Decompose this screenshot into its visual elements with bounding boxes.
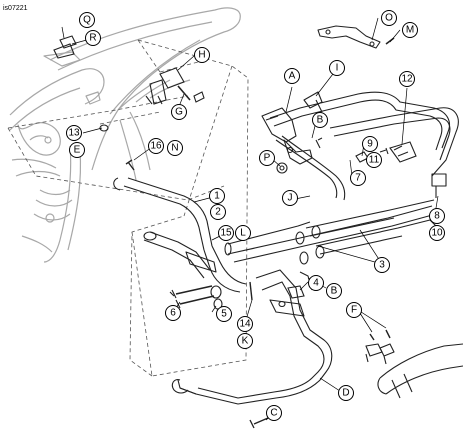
callout-2: 2 (210, 204, 226, 220)
callout-5: 5 (216, 306, 232, 322)
callout-i: I (329, 60, 345, 76)
callout-4-label: 4 (313, 278, 319, 289)
callout-k-label: K (242, 336, 249, 347)
callout-n-label: N (171, 143, 178, 154)
callout-a-label: A (289, 71, 296, 82)
callout-8: 8 (429, 208, 445, 224)
callout-1: 1 (209, 188, 225, 204)
callout-5-label: 5 (221, 309, 227, 320)
callout-3: 3 (374, 257, 390, 273)
callout-d: D (338, 385, 354, 401)
lower-rail-d (171, 269, 333, 405)
small-fasteners (53, 35, 288, 174)
rail-assembly (224, 91, 459, 265)
front-support-rail (113, 159, 247, 293)
callout-a: A (284, 68, 300, 84)
callout-p: P (259, 150, 275, 166)
callout-16: 16 (148, 138, 164, 154)
callout-2-label: 2 (215, 207, 221, 218)
callout-i-label: I (336, 63, 339, 74)
callout-j: J (282, 190, 298, 206)
callout-b-lower-label: B (331, 286, 338, 297)
mount-bracket-a (261, 91, 323, 165)
callout-1-label: 1 (214, 191, 220, 202)
callout-13-label: 13 (68, 128, 80, 139)
callout-b-lower: B (326, 283, 342, 299)
callout-9: 9 (362, 136, 378, 152)
callout-o: O (381, 10, 397, 26)
callout-l-label: L (240, 228, 246, 239)
callout-f: F (346, 302, 362, 318)
callout-m-label: M (406, 25, 414, 36)
callout-e: E (69, 142, 85, 158)
callout-g-label: G (175, 107, 183, 118)
callout-n: N (167, 140, 183, 156)
callout-8-label: 8 (434, 211, 440, 222)
callout-b-upper-label: B (317, 115, 324, 126)
callout-12: 12 (399, 71, 415, 87)
callout-15: 15 (218, 225, 234, 241)
callout-h-label: H (198, 50, 205, 61)
callout-13: 13 (66, 125, 82, 141)
callout-q-label: Q (83, 15, 91, 26)
callout-q: Q (79, 12, 95, 28)
callout-d-label: D (342, 388, 349, 399)
callout-c: C (266, 405, 282, 421)
callout-h: H (194, 47, 210, 63)
callout-o-label: O (385, 13, 393, 24)
callout-e-label: E (74, 145, 81, 156)
callout-9-label: 9 (367, 139, 373, 150)
callout-k: K (237, 333, 253, 349)
callout-p-label: P (264, 153, 271, 164)
callout-b-upper: B (312, 112, 328, 128)
muffler-heat-shield (365, 329, 463, 399)
motorcycle-frame (9, 7, 241, 263)
callout-7: 7 (350, 170, 366, 186)
bolts-and-washers (169, 281, 305, 310)
callout-11: 11 (366, 152, 382, 168)
callout-f-label: F (351, 305, 357, 316)
callout-g: G (171, 104, 187, 120)
callout-l: L (235, 225, 251, 241)
callout-16-label: 16 (150, 141, 162, 152)
screw-c (249, 417, 269, 429)
callout-3-label: 3 (379, 260, 385, 271)
callout-15-label: 15 (220, 228, 232, 239)
callout-4: 4 (308, 275, 324, 291)
callout-r: R (85, 30, 101, 46)
figure-id: is07221 (3, 5, 28, 12)
callout-c-label: C (270, 408, 277, 419)
callout-m: M (402, 22, 418, 38)
callout-r-label: R (89, 33, 96, 44)
callout-6: 6 (165, 305, 181, 321)
callout-14: 14 (237, 316, 253, 332)
callout-12-label: 12 (401, 74, 413, 85)
callout-14-label: 14 (239, 319, 251, 330)
support-bracket-o (317, 25, 395, 49)
callout-11-label: 11 (369, 155, 380, 166)
callout-10-label: 10 (431, 228, 443, 239)
callout-j-label: J (288, 193, 293, 204)
callout-6-label: 6 (170, 308, 176, 319)
callout-7-label: 7 (355, 173, 361, 184)
callout-10: 10 (429, 225, 445, 241)
